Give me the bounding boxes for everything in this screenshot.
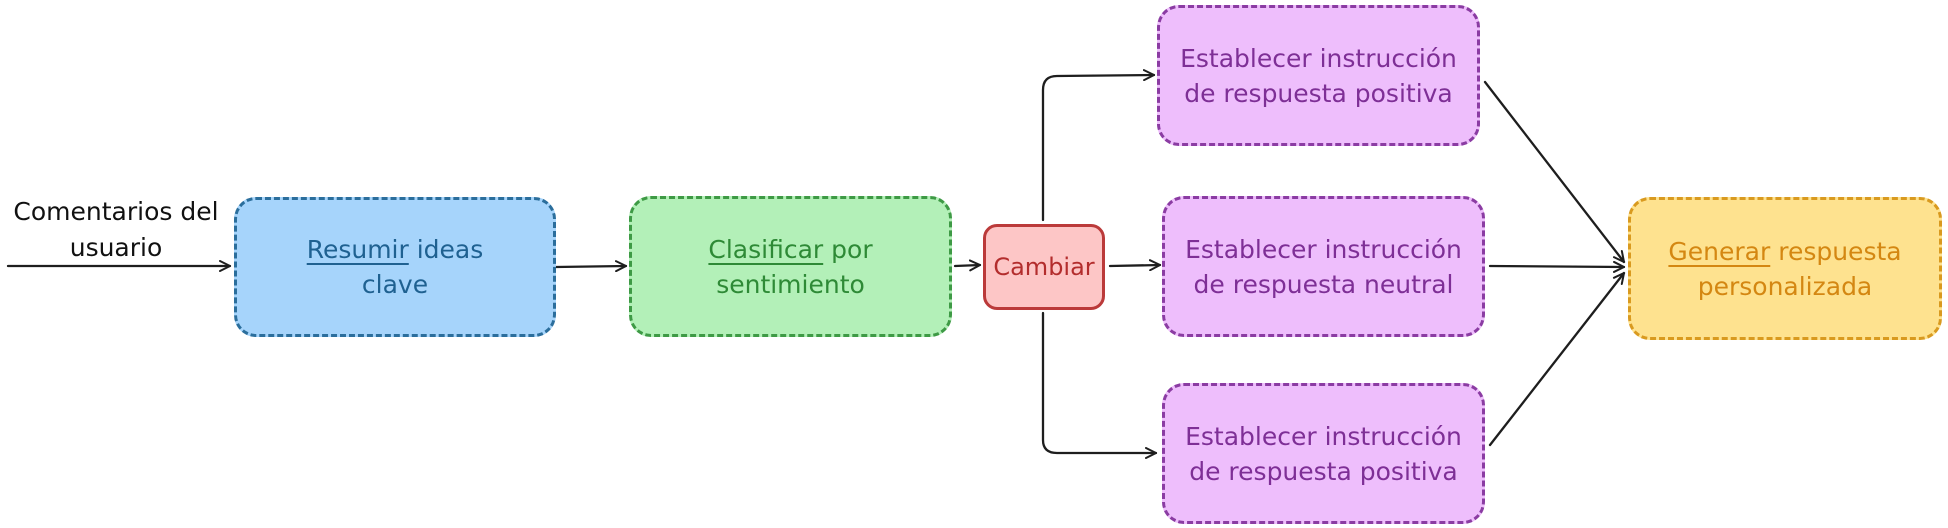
node-generate-verb: Generar [1668, 236, 1771, 266]
node-switch-label: Cambiar [993, 252, 1095, 281]
node-positive-top-line2: de respuesta positiva [1184, 78, 1453, 108]
arrow-summarize-to-classify [554, 260, 628, 273]
arrow-switch-to-neutral [1108, 259, 1162, 272]
arrow-positive-top-to-generate [1483, 80, 1626, 264]
arrow-positive-bottom-to-generate [1488, 271, 1626, 447]
input-label-line1: Comentarios del [13, 197, 219, 226]
input-label-line2: usuario [69, 233, 163, 262]
node-summarize-line2: clave [361, 270, 429, 299]
input-label: Comentarios del usuario [4, 194, 228, 266]
arrow-classify-to-switch [953, 259, 982, 272]
node-switch: Cambiar [983, 224, 1105, 310]
node-classify-line2: sentimiento [716, 269, 865, 299]
arrow-switch-to-positive-top [1041, 69, 1156, 222]
node-generate-rest: respuesta [1770, 236, 1902, 266]
node-generate: Generar respuesta personalizada [1628, 197, 1942, 340]
arrow-switch-to-positive-bottom [1041, 311, 1158, 459]
node-neutral: Establecer instrucción de respuesta neut… [1162, 196, 1485, 337]
node-neutral-line2: de respuesta neutral [1193, 269, 1454, 299]
node-positive-top: Establecer instrucción de respuesta posi… [1157, 5, 1480, 146]
arrow-neutral-to-generate [1488, 260, 1626, 273]
node-summarize-verb: Resumir [306, 235, 409, 264]
node-classify-rest: por [823, 234, 873, 264]
node-positive-top-line1: Establecer instrucción [1180, 43, 1457, 73]
node-classify: Clasificar por sentimiento [629, 196, 952, 337]
node-neutral-line1: Establecer instrucción [1185, 234, 1462, 264]
node-generate-line2: personalizada [1697, 271, 1873, 301]
node-positive-bottom: Establecer instrucción de respuesta posi… [1162, 383, 1485, 524]
node-positive-bottom-line2: de respuesta positiva [1189, 456, 1458, 486]
node-summarize-rest: ideas [408, 235, 484, 264]
node-summarize: Resumir ideas clave [234, 197, 556, 337]
node-classify-verb: Clasificar [708, 234, 824, 264]
node-positive-bottom-line1: Establecer instrucción [1185, 421, 1462, 451]
